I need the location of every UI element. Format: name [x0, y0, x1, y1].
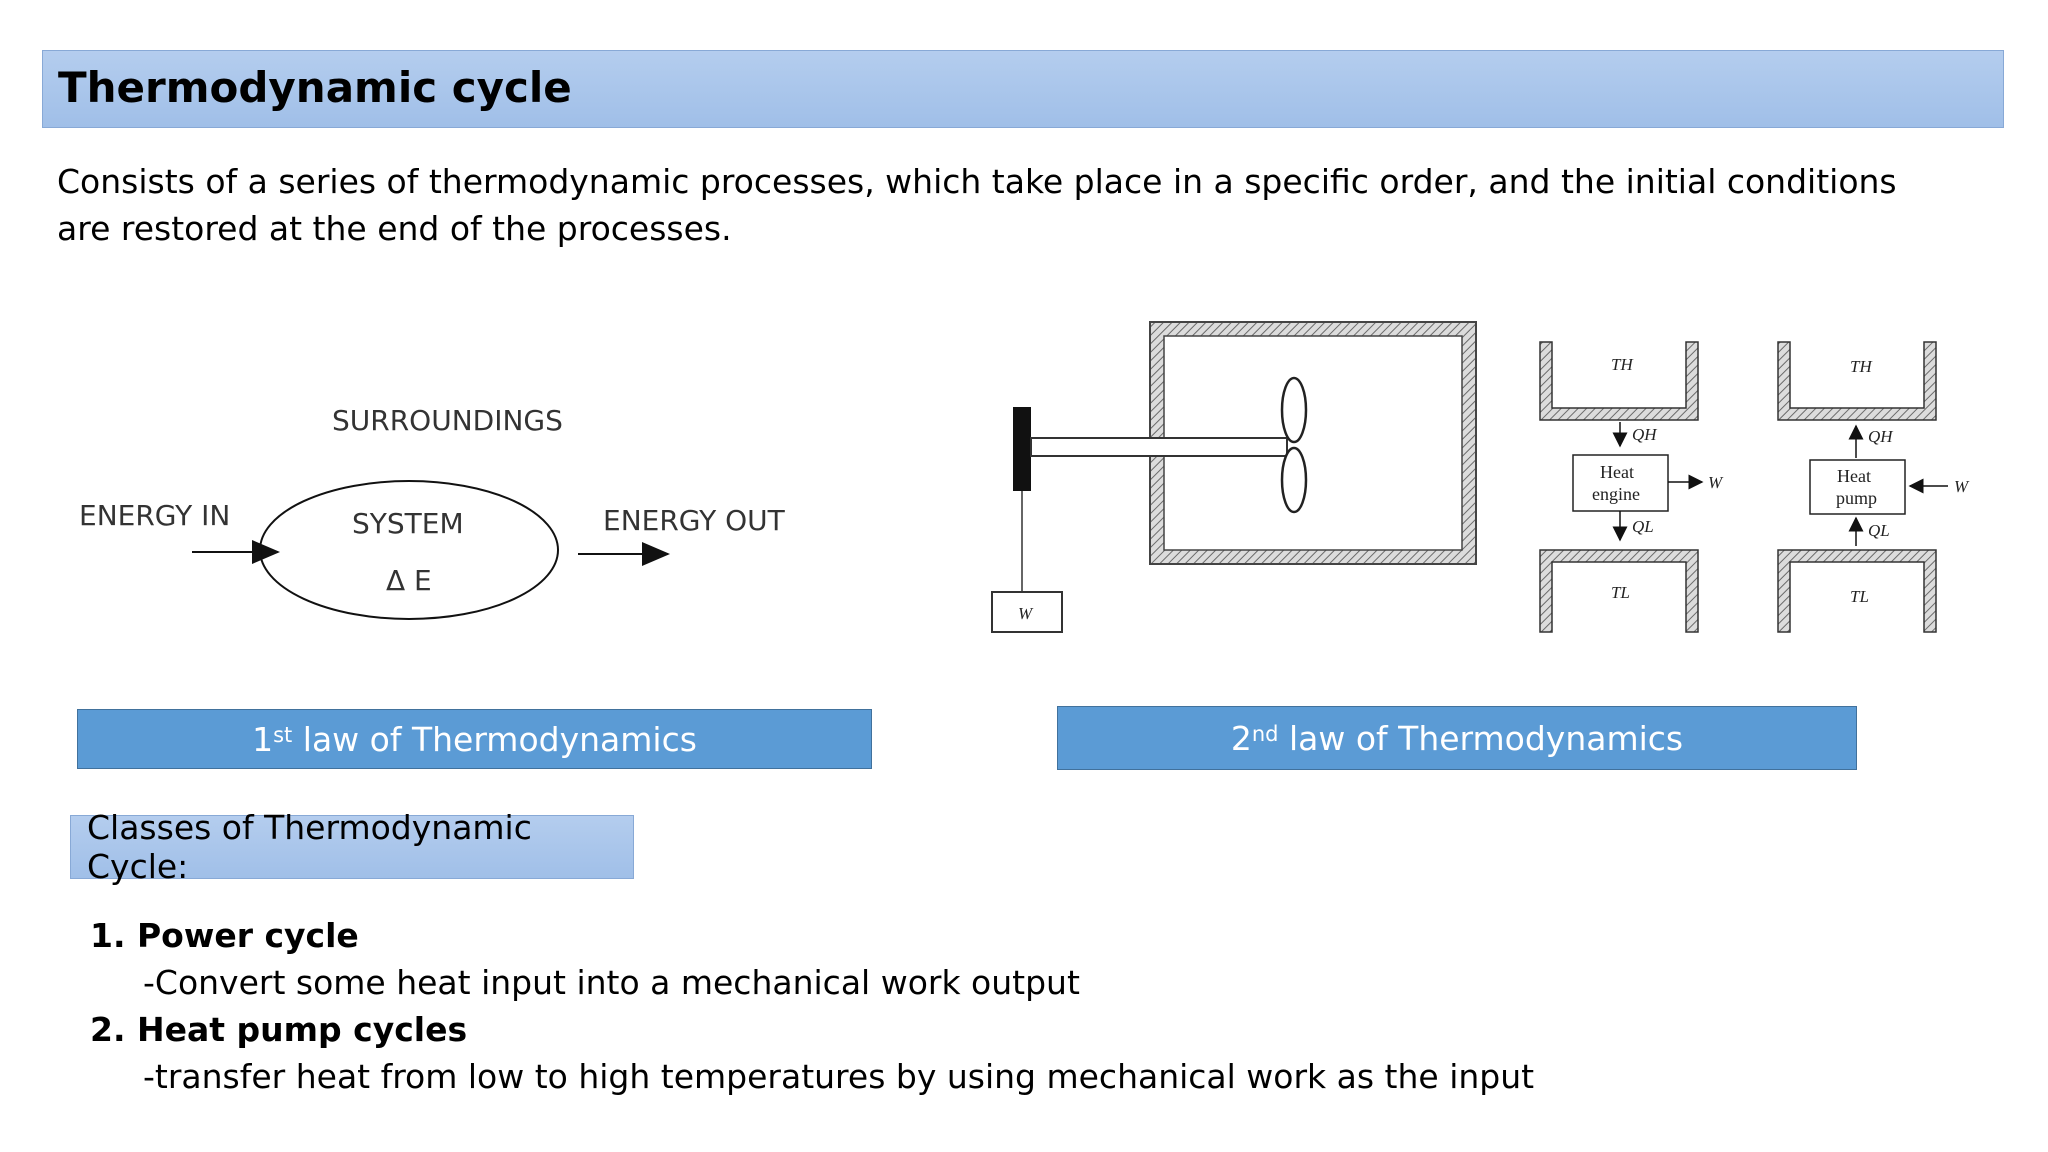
shaft	[1030, 437, 1288, 457]
svg-text:TH: TH	[1850, 357, 1873, 376]
system-label: SYSTEM	[352, 507, 464, 540]
cold-reservoir	[1539, 549, 1699, 633]
list-item-desc: -transfer heat from low to high temperat…	[143, 1057, 1535, 1096]
paddle-blade	[1280, 376, 1308, 444]
paddle-wheel-apparatus: W	[991, 321, 1477, 633]
pulley	[1013, 407, 1031, 491]
heat-pump-box	[1809, 459, 1906, 515]
svg-text:W: W	[1708, 473, 1724, 492]
svg-text:TL: TL	[1850, 587, 1869, 606]
svg-text:QH: QH	[1868, 427, 1894, 446]
system-ellipse	[259, 480, 559, 620]
svg-text:Heat: Heat	[1837, 466, 1871, 486]
first-law-diagram: SURROUNDINGS ENERGY IN SYSTEM Δ E ENERGY…	[79, 404, 786, 620]
svg-text:engine: engine	[1592, 484, 1640, 504]
cold-reservoir	[1777, 549, 1937, 633]
delta-e-label: Δ E	[386, 564, 432, 597]
page-title: Thermodynamic cycle	[58, 63, 572, 112]
list-item: 2. Heat pump cycles	[90, 1010, 468, 1049]
heat-pump-diagram: TH QH Heat pump W QL TL	[1777, 341, 1970, 633]
second-law-diagram: W TH QH Heat engine W QL TL TH QH Heat p…	[991, 321, 1970, 633]
classes-label: Classes of Thermodynamic Cycle:	[70, 808, 634, 886]
heat-engine-box	[1572, 454, 1669, 512]
list-item-desc: -Convert some heat input into a mechanic…	[143, 963, 1080, 1002]
weight-box	[991, 591, 1063, 633]
svg-text:TH: TH	[1611, 355, 1634, 374]
hot-reservoir	[1777, 341, 1937, 421]
svg-text:pump: pump	[1836, 488, 1877, 508]
svg-text:W: W	[1954, 477, 1970, 496]
title-bar: Thermodynamic cycle	[42, 50, 2004, 128]
weight-label: W	[1018, 604, 1034, 623]
surroundings-label: SURROUNDINGS	[332, 404, 563, 437]
svg-text:TL: TL	[1611, 583, 1630, 602]
list-item: 1. Power cycle	[90, 916, 359, 955]
svg-text:QH: QH	[1632, 425, 1658, 444]
energy-in-label: ENERGY IN	[79, 499, 230, 532]
cycle-list: 1. Power cycle -Convert some heat input …	[90, 912, 1534, 1100]
hot-reservoir	[1539, 341, 1699, 421]
svg-text:QL: QL	[1632, 517, 1654, 536]
intro-paragraph: Consists of a series of thermodynamic pr…	[57, 162, 1897, 248]
svg-text:Heat: Heat	[1600, 462, 1634, 482]
energy-out-label: ENERGY OUT	[603, 504, 786, 537]
heat-engine-diagram: TH QH Heat engine W QL TL	[1539, 341, 1724, 633]
svg-text:QL: QL	[1868, 521, 1890, 540]
